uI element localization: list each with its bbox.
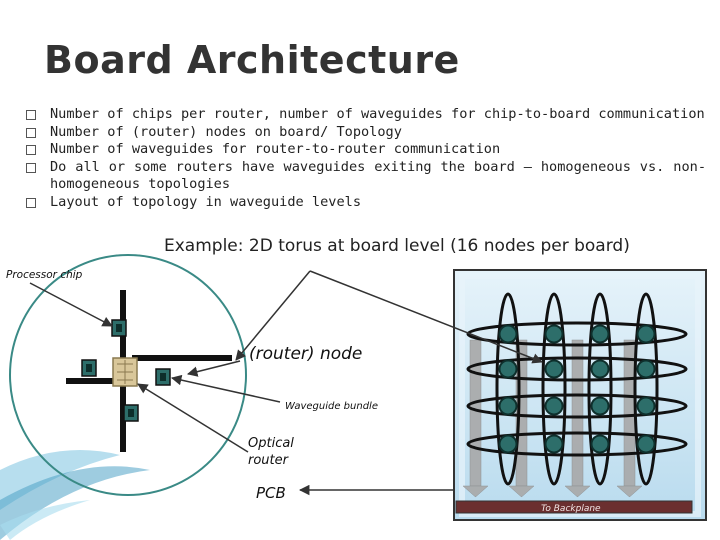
router-node-label: (router) node (249, 344, 362, 364)
optical-router-chip (112, 357, 138, 387)
torus-node (636, 359, 656, 379)
torus-node (544, 434, 564, 454)
example-text: : 2D torus at board level (16 nodes per … (237, 236, 630, 256)
bullet-text: Layout of topology in waveguide levels (50, 193, 361, 210)
torus-column-ring (633, 292, 659, 486)
torus-node (590, 396, 610, 416)
annotation-arrows (29, 270, 543, 496)
torus-row-ring (466, 321, 688, 347)
torus-node (544, 359, 564, 379)
bullet-square-icon (26, 145, 36, 156)
bullet-item: Layout of topology in waveguide levels (26, 194, 706, 212)
optical-router-label-line1: Optical (248, 436, 294, 451)
torus-node (636, 434, 656, 454)
example-caption: Example: 2D torus at board level (16 nod… (164, 236, 630, 256)
bullet-text: Number of chips per router, number of wa… (50, 106, 705, 122)
bullet-text: Number of (router) nodes on board/ Topol… (50, 123, 402, 140)
bullet-square-icon (26, 110, 36, 120)
bullet-square-icon (26, 162, 36, 173)
bullet-item: Do all or some routers have waveguides e… (26, 159, 706, 194)
waveguide-bundle-label: Waveguide bundle (285, 401, 378, 412)
torus-node (590, 434, 610, 454)
to-backplane-label: To Backplane (541, 504, 601, 514)
bullet-square-icon (26, 197, 36, 208)
torus-node (636, 396, 656, 416)
torus-row-ring (466, 356, 688, 382)
torus-node (636, 324, 656, 344)
chip-circle (9, 254, 247, 496)
torus-node (498, 324, 518, 344)
bullet-text: Do all or some routers have waveguides e… (50, 158, 706, 193)
pcb-label: PCB (256, 484, 286, 502)
torus-node (590, 359, 610, 379)
torus-node (498, 434, 518, 454)
bullet-item: Number of chips per router, number of wa… (26, 106, 706, 124)
page-title: Board Architecture (44, 38, 460, 82)
torus-node (498, 396, 518, 416)
torus-network (466, 292, 688, 486)
optical-router-label-line2: router (248, 453, 290, 468)
torus-node (498, 359, 518, 379)
bullet-list: Number of chips per router, number of wa… (26, 106, 706, 212)
chip-nodes (81, 319, 171, 422)
torus-column-ring (587, 292, 613, 486)
torus-column-ring (541, 292, 567, 486)
torus-row-ring (466, 431, 688, 457)
torus-column-ring (495, 292, 521, 486)
backplane-bar (455, 500, 693, 514)
bullet-item: Number of (router) nodes on board/ Topol… (26, 124, 706, 142)
processor-chip-label: Processor chip (6, 269, 83, 281)
torus-node (590, 324, 610, 344)
bullet-item: Number of waveguides for router-to-route… (26, 141, 706, 159)
torus-node (544, 324, 564, 344)
torus-row-ring (466, 393, 688, 419)
torus-node (544, 396, 564, 416)
bullet-text: Number of waveguides for router-to-route… (50, 141, 501, 158)
example-label: Example (164, 236, 238, 256)
bullet-square-icon (26, 127, 36, 138)
